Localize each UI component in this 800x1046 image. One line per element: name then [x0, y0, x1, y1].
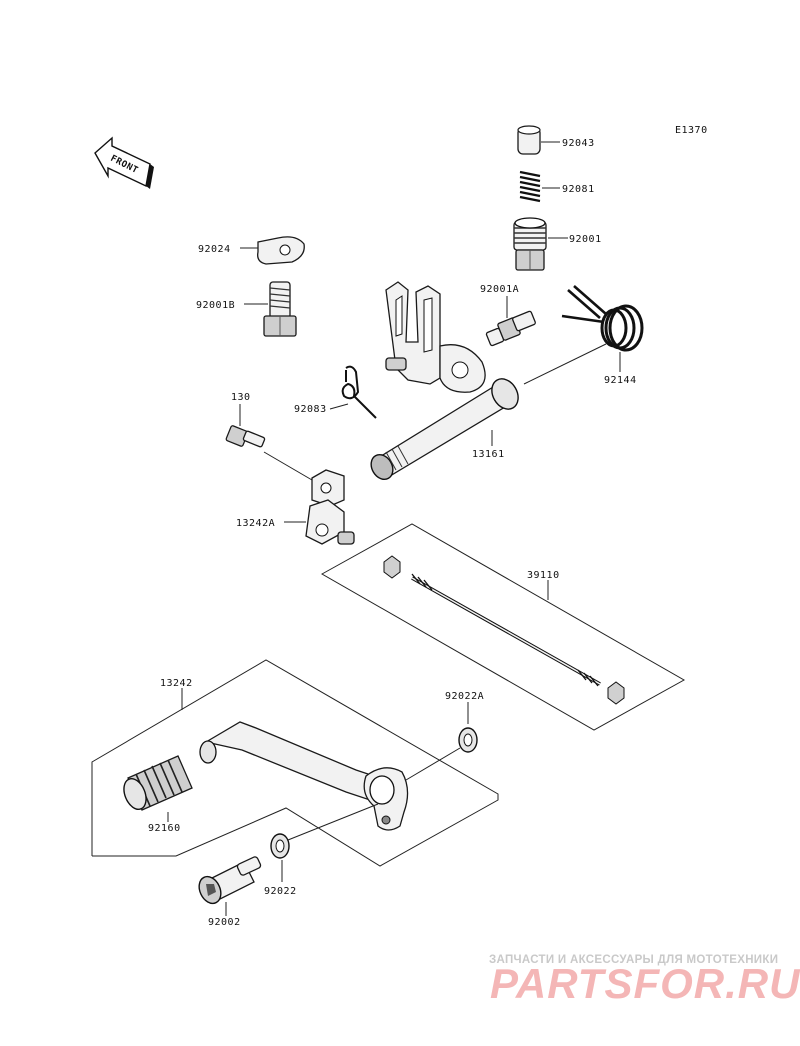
diagram-code: E1370	[675, 125, 708, 136]
label-92024: 92024	[198, 244, 231, 255]
part-92024	[240, 236, 305, 265]
part-shift-arm-plate	[385, 281, 486, 393]
label-13242: 13242	[160, 678, 193, 689]
label-92001A: 92001A	[480, 284, 519, 295]
label-130: 130	[231, 392, 251, 403]
label-13161: 13161	[472, 449, 505, 460]
part-13242	[91, 659, 499, 867]
part-39110	[320, 523, 686, 731]
part-130	[225, 404, 313, 481]
part-92144	[561, 285, 644, 372]
label-39110: 39110	[527, 570, 560, 581]
part-92022A	[405, 702, 478, 781]
front-arrow-icon: FRONT	[94, 136, 154, 189]
part-92043	[517, 125, 560, 155]
label-92001B: 92001B	[196, 300, 235, 311]
watermark-tagline: ЗАПЧАСТИ И АКСЕССУАРЫ ДЛЯ МОТОТЕХНИКИ	[489, 954, 778, 966]
part-92001B	[244, 281, 297, 337]
label-92001: 92001	[569, 234, 602, 245]
part-92001	[513, 217, 568, 271]
label-92083: 92083	[294, 404, 327, 415]
label-92022: 92022	[264, 886, 297, 897]
part-92022	[270, 803, 379, 882]
label-13242A: 13242A	[236, 518, 275, 529]
watermark: ЗАПЧАСТИ И АКСЕССУАРЫ ДЛЯ МОТОТЕХНИКИ PA…	[489, 954, 800, 1007]
part-92002	[198, 856, 262, 916]
part-13242A	[284, 469, 355, 545]
part-13161	[370, 378, 519, 481]
part-92001A	[485, 296, 536, 347]
part-92081	[519, 170, 560, 204]
leader-spring-shaft	[523, 343, 607, 385]
label-92022A: 92022A	[445, 691, 484, 702]
part-92083	[329, 365, 377, 419]
label-92043: 92043	[562, 138, 595, 149]
label-92160: 92160	[148, 823, 181, 834]
label-92002: 92002	[208, 917, 241, 928]
watermark-brand: PARTSFOR.RU	[490, 960, 800, 1007]
part-92160	[123, 755, 193, 822]
label-92144: 92144	[604, 375, 637, 386]
label-92081: 92081	[562, 184, 595, 195]
